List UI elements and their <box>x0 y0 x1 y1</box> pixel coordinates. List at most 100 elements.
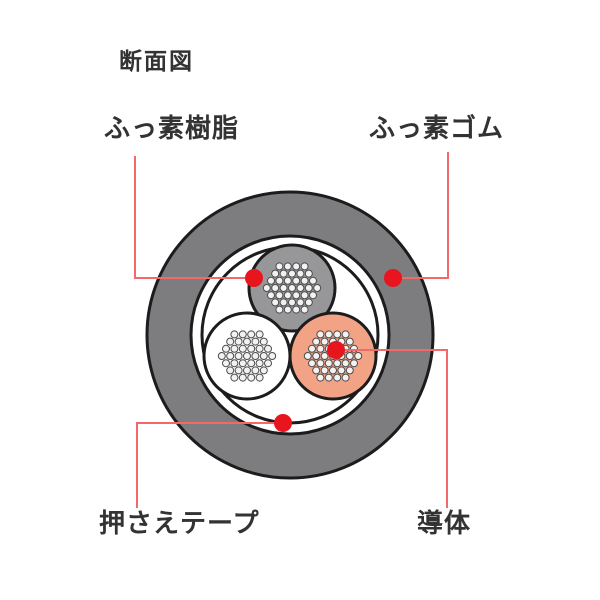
strand-dot <box>275 262 284 271</box>
strand-dot <box>296 269 305 278</box>
strand-dot <box>217 352 226 360</box>
strand-dot <box>267 276 275 285</box>
strand-dot <box>300 291 309 300</box>
strand-dot <box>296 284 305 292</box>
strand-dot <box>222 359 230 368</box>
strand-dot <box>255 344 264 353</box>
strand-dot <box>292 291 301 300</box>
strand-dot <box>333 373 342 382</box>
strand-dot <box>275 276 284 285</box>
strand-dot <box>279 298 288 307</box>
strand-dot <box>264 359 272 368</box>
strand-dot <box>264 344 272 353</box>
strand-dot <box>320 366 329 375</box>
strand-dot <box>230 359 239 368</box>
strand-dot <box>255 373 264 382</box>
strand-dot <box>333 359 342 368</box>
strand-dot <box>341 373 350 382</box>
strand-dot <box>308 344 316 353</box>
strand-dot <box>259 366 268 375</box>
strand-dot <box>316 359 325 368</box>
strand-dot <box>288 298 296 307</box>
strand-dot <box>268 352 277 360</box>
strand-dot <box>292 276 301 285</box>
strand-dot <box>283 276 292 285</box>
strand-dot <box>234 337 243 346</box>
strand-dot <box>243 352 251 360</box>
strand-dot <box>316 344 325 353</box>
strand-dot <box>238 373 247 382</box>
strand-dot <box>234 352 243 360</box>
strand-dot <box>283 291 292 300</box>
strand-pattern-left <box>217 330 277 382</box>
strand-dot <box>247 359 256 368</box>
strand-dot <box>350 344 358 353</box>
strand-dot <box>313 284 322 292</box>
core-top-insulated <box>247 243 337 333</box>
label-fluororesin: ふっ素樹脂 <box>104 114 240 144</box>
strand-dot <box>271 269 280 278</box>
label-conductor: 導体 <box>417 509 472 539</box>
strand-dot <box>324 330 333 339</box>
strand-dot <box>303 352 312 360</box>
strand-dot <box>271 298 280 307</box>
strand-dot <box>316 330 325 339</box>
strand-dot <box>283 262 292 271</box>
strand-dot <box>251 352 260 360</box>
marker-dot-press-tape <box>274 414 292 432</box>
strand-dot <box>226 337 235 346</box>
strand-dot <box>304 284 313 292</box>
strand-dot <box>279 284 288 292</box>
leader-line-fluororubber <box>393 152 449 279</box>
strand-dot <box>255 359 264 368</box>
strand-dot <box>251 366 260 375</box>
strand-dot <box>354 352 363 360</box>
strand-dot <box>271 284 280 292</box>
strand-dot <box>300 305 309 314</box>
strand-dot <box>292 262 301 271</box>
marker-dot-fluororesin <box>245 269 263 287</box>
strand-dot <box>259 352 268 360</box>
strand-dot <box>300 276 309 285</box>
strand-dot <box>324 373 333 382</box>
strand-dot <box>247 373 256 382</box>
strand-dot <box>288 284 296 292</box>
strand-dot <box>243 366 251 375</box>
strand-dot <box>316 373 325 382</box>
strand-dot <box>288 269 296 278</box>
strand-dot <box>230 344 239 353</box>
strand-dot <box>243 337 251 346</box>
strand-dot <box>345 366 354 375</box>
strand-dot <box>267 291 275 300</box>
strand-dot <box>262 284 271 292</box>
strand-dot <box>312 337 321 346</box>
strand-dot <box>283 305 292 314</box>
strand-dot <box>329 366 337 375</box>
strand-dot <box>238 330 247 339</box>
strand-dot <box>230 373 239 382</box>
strand-dot <box>309 276 317 285</box>
strand-pattern-top <box>262 262 322 314</box>
strand-dot <box>234 366 243 375</box>
strand-dot <box>304 269 313 278</box>
strand-dot <box>279 269 288 278</box>
strand-dot <box>312 366 321 375</box>
strand-dot <box>300 262 309 271</box>
strand-dot <box>312 352 321 360</box>
strand-dot <box>350 359 358 368</box>
strand-dot <box>345 337 354 346</box>
core-left-white <box>202 311 292 401</box>
strand-dot <box>320 352 329 360</box>
label-press-tape: 押さえテープ <box>99 509 260 539</box>
strand-dot <box>333 330 342 339</box>
strand-dot <box>259 337 268 346</box>
strand-dot <box>345 352 354 360</box>
strand-dot <box>238 359 247 368</box>
leader-line-fluororesin <box>134 156 254 279</box>
strand-dot <box>230 330 239 339</box>
strand-dot <box>296 298 305 307</box>
strand-dot <box>255 330 264 339</box>
strand-dot <box>337 366 346 375</box>
leader-line-conductor <box>336 349 448 508</box>
